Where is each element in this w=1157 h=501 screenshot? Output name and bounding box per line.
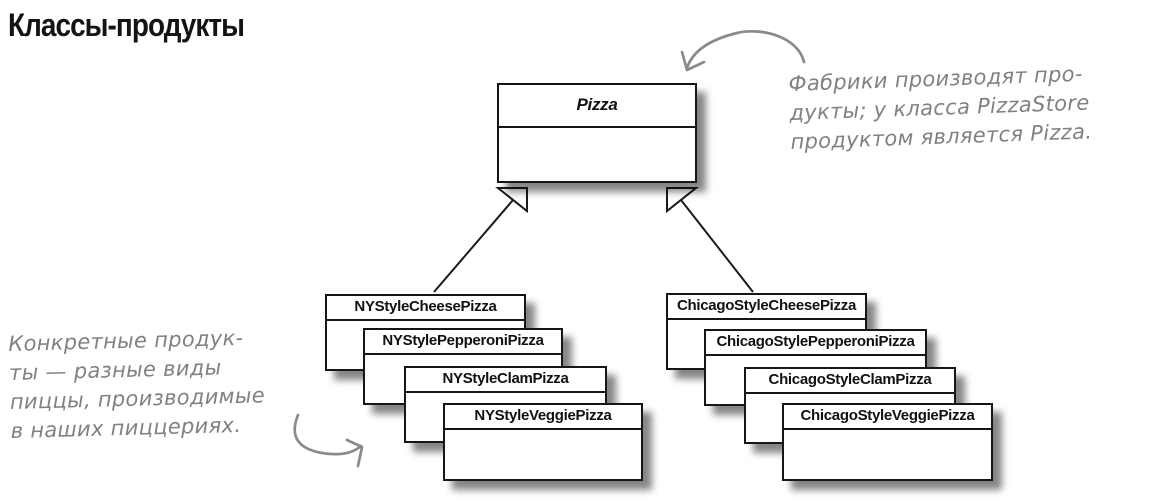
- class-box-pizza: Pizza: [497, 83, 697, 183]
- class-box-ny-veggie: NYStyleVeggiePizza: [443, 403, 643, 481]
- inheritance-line-ny: [433, 199, 514, 293]
- class-name-chicago-pepperoni: ChicagoStylePepperoniPizza: [706, 331, 925, 356]
- class-name-pizza: Pizza: [499, 85, 695, 128]
- class-name-chicago-cheese: ChicagoStyleCheesePizza: [668, 295, 865, 320]
- class-name-ny-cheese: NYStyleCheesePizza: [327, 296, 524, 321]
- factory-note-arrowhead-icon: [680, 50, 706, 72]
- factory-note: Фабрики производят про- дукты; у класса …: [788, 59, 1093, 156]
- page-title: Классы-продукты: [8, 8, 245, 44]
- class-name-ny-veggie: NYStyleVeggiePizza: [445, 405, 641, 430]
- class-name-chicago-clam: ChicagoStyleClamPizza: [746, 369, 954, 394]
- products-note-arrow: [293, 413, 363, 456]
- class-name-ny-pepperoni: NYStylePepperoniPizza: [365, 330, 561, 355]
- factory-note-arrow: [685, 29, 806, 70]
- class-name-ny-clam: NYStyleClamPizza: [406, 368, 605, 393]
- class-box-chicago-veggie: ChicagoStyleVeggiePizza: [782, 403, 993, 481]
- inheritance-arrowhead-chicago-icon: [666, 187, 699, 214]
- class-name-chicago-veggie: ChicagoStyleVeggiePizza: [784, 405, 991, 430]
- products-note-arrowhead-icon: [345, 438, 364, 468]
- products-note: Конкретные продук- ты — разные виды пицц…: [8, 323, 266, 446]
- inheritance-line-chicago: [680, 199, 754, 293]
- inheritance-arrowhead-ny-icon: [495, 187, 528, 214]
